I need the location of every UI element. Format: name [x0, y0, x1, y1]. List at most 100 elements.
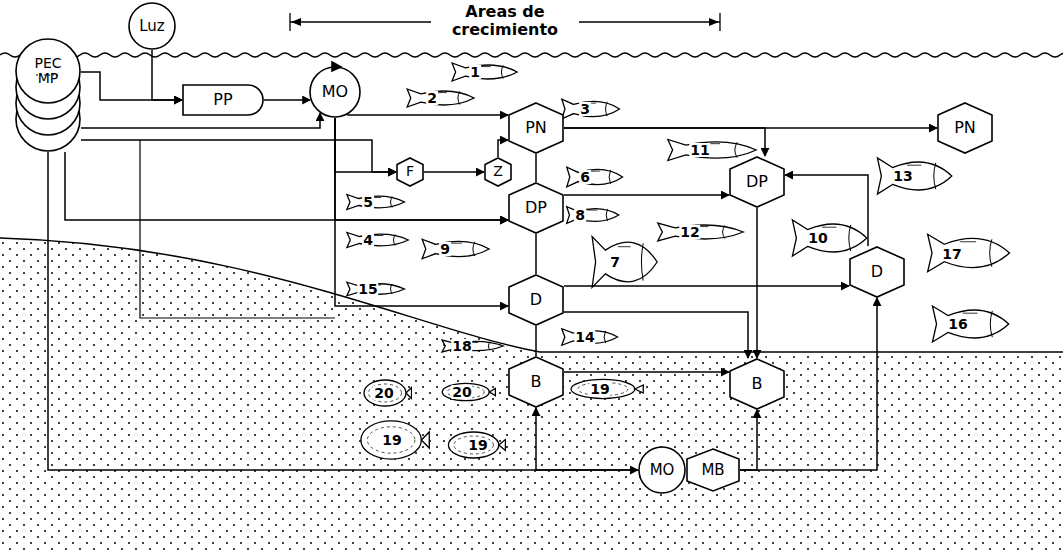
node-outline — [332, 62, 341, 71]
node-label: MO — [322, 83, 348, 101]
node-label: D — [530, 291, 542, 309]
callout-number: 8 — [574, 208, 586, 222]
callout-number: 19 — [467, 438, 488, 452]
node-text-box: PN — [508, 102, 564, 154]
node-text-box: PEC MP — [15, 38, 81, 104]
callout-number: 1 — [469, 65, 481, 79]
node-label: Luz — [139, 18, 164, 35]
node-text-box: F — [396, 157, 424, 187]
fish — [932, 306, 1008, 342]
consumer-hexagon: D — [849, 246, 905, 298]
node-outline — [730, 359, 784, 409]
callout-number: 20 — [373, 386, 394, 400]
callout-number: 3 — [579, 102, 591, 116]
node-outline — [397, 158, 423, 186]
fish — [658, 223, 744, 241]
callout-number: 2 — [426, 91, 438, 105]
node-outline — [509, 357, 563, 407]
node-label: PN — [954, 119, 976, 137]
flow-connector — [740, 410, 757, 470]
fish — [452, 63, 517, 81]
consumer-hexagon: PN — [937, 102, 993, 154]
flow-connector — [536, 408, 638, 470]
flow-connector — [564, 128, 765, 156]
flow-connector — [564, 371, 729, 373]
node-text-box: Luz — [128, 2, 176, 50]
flow-connector — [152, 50, 182, 100]
node-text-box: D — [849, 246, 905, 298]
node-outline — [639, 447, 685, 493]
fish — [562, 329, 618, 346]
consumer-hexagon: DP — [508, 182, 564, 234]
callout-number: 17 — [941, 247, 962, 261]
consumer-hexagon: DP — [729, 156, 785, 208]
node-outline — [730, 157, 784, 207]
consumer-hexagon: Z — [484, 157, 512, 187]
node-outline — [183, 85, 263, 115]
fish — [668, 140, 756, 161]
node-label: B — [531, 373, 542, 391]
flow-connector — [756, 208, 758, 358]
node-label: DP — [746, 173, 768, 191]
node-outline — [129, 3, 175, 49]
callout-number: 12 — [679, 225, 700, 239]
node-text-box: PP — [182, 84, 264, 116]
callout-number: 7 — [609, 255, 621, 269]
callout-number: 6 — [579, 170, 591, 184]
callout-number: 13 — [892, 169, 913, 183]
node-outline — [509, 103, 563, 153]
flow-connector — [335, 118, 396, 172]
node-label: Z — [493, 164, 503, 179]
consumer-hexagon: F — [396, 157, 424, 187]
flow-connector — [564, 194, 729, 196]
seabed-fill — [0, 238, 1063, 551]
consumer-hexagon: B — [508, 356, 564, 408]
node-text-box: D — [508, 274, 564, 326]
node-outline — [485, 158, 511, 186]
node-text-box: B — [508, 356, 564, 408]
node-text-box: MO — [638, 446, 686, 494]
fish — [442, 340, 503, 352]
flow-connector — [535, 154, 537, 182]
node-outline — [509, 183, 563, 233]
flow-connector — [740, 298, 877, 470]
node-label: D — [871, 263, 883, 281]
node-label: PP — [213, 91, 232, 109]
node-outline — [687, 449, 739, 491]
region-line — [140, 140, 335, 318]
consumer-hexagon: B — [729, 358, 785, 410]
light-circle: Luz — [128, 2, 176, 50]
flow-connector — [81, 72, 182, 100]
callout-number: 11 — [689, 143, 710, 157]
node-outline — [938, 103, 992, 153]
flow-connector — [335, 118, 508, 306]
node-label: PEC MP — [25, 56, 71, 87]
node-label: MB — [701, 462, 724, 479]
callout-number: 4 — [362, 233, 374, 247]
cycle-circle: MO — [309, 66, 361, 118]
flow-connector — [535, 234, 537, 274]
flatfish — [364, 380, 412, 406]
fish — [592, 237, 657, 288]
flow-connector — [81, 140, 396, 172]
node-label: B — [752, 375, 763, 393]
callout-number: 10 — [807, 231, 828, 245]
callout-number: 9 — [439, 242, 451, 256]
callout-number: 14 — [574, 330, 595, 344]
flow-connector — [335, 118, 508, 220]
consumer-hexagon: MB — [686, 448, 740, 492]
consumer-hexagon: D — [508, 274, 564, 326]
callout-number: 18 — [451, 339, 472, 353]
flatfish — [448, 432, 505, 458]
flow-connector — [424, 171, 484, 173]
fish — [877, 158, 951, 194]
node-outline — [850, 247, 904, 297]
flow-connector — [785, 175, 868, 246]
fish — [422, 239, 489, 259]
fish — [567, 167, 623, 187]
node-text-box: MO — [309, 66, 361, 118]
node-outline — [310, 67, 360, 117]
fish — [347, 233, 408, 248]
node-outline — [509, 275, 563, 325]
node-label: MO — [650, 462, 675, 479]
